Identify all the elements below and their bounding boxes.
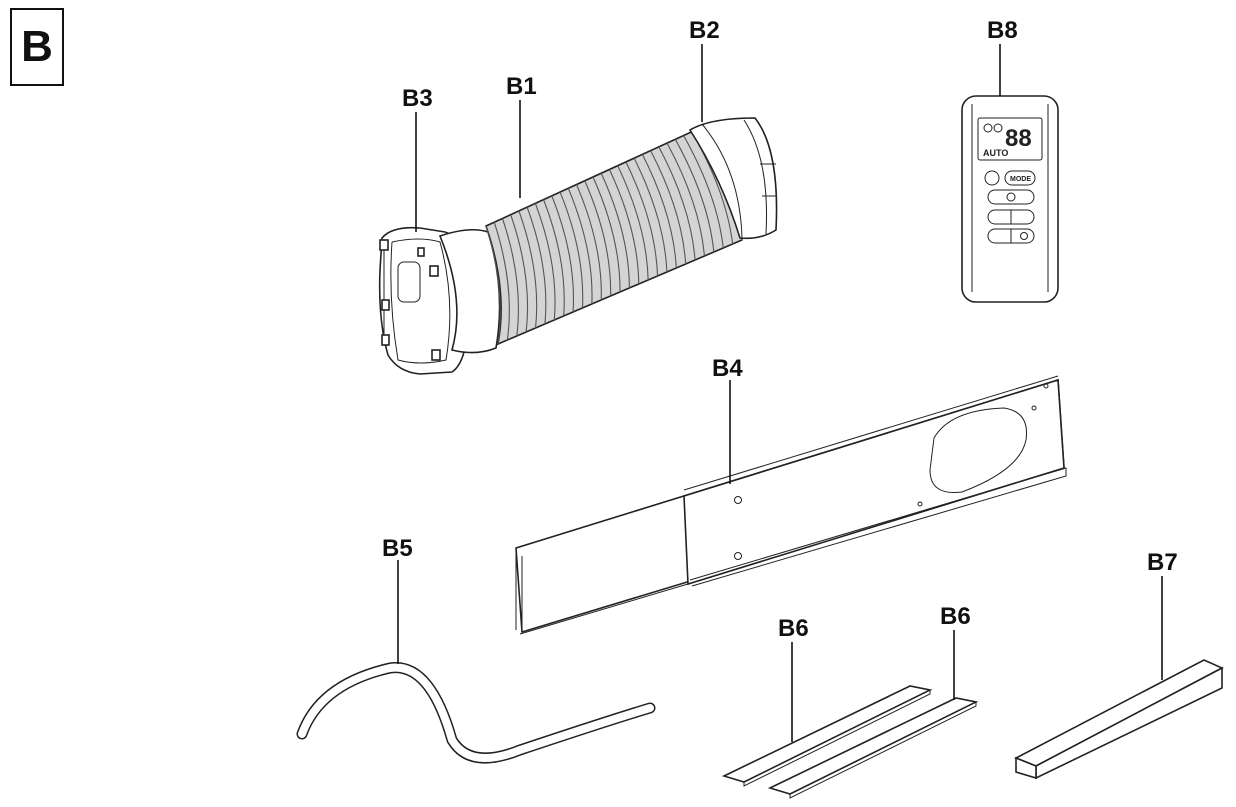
hose-rib	[600, 173, 630, 289]
label-b3: B3	[402, 85, 433, 112]
section-badge: B	[10, 8, 64, 86]
hose-rib	[584, 180, 612, 297]
remote-control-b8: 88 AUTO MODE	[961, 95, 1059, 303]
label-b6-left: B6	[778, 615, 809, 642]
foam-bar-b7	[1014, 659, 1224, 780]
section-letter: B	[21, 22, 53, 71]
hose-rib	[625, 161, 659, 277]
label-b1: B1	[506, 73, 537, 100]
hose-rib	[641, 154, 677, 269]
remote-display: 88	[1005, 125, 1032, 152]
power-button[interactable]	[984, 170, 1000, 186]
hose-rib	[608, 169, 640, 285]
label-b8: B8	[987, 17, 1018, 44]
drain-tube-b5	[296, 662, 656, 764]
hose-rib	[567, 188, 593, 305]
foam-strips-b6	[721, 685, 979, 799]
label-b5: B5	[382, 535, 413, 562]
hose-rib	[666, 142, 706, 257]
hose-connector-b2	[688, 117, 778, 240]
label-b2: B2	[689, 17, 720, 44]
hose-rib	[543, 199, 565, 317]
hose-rib	[526, 206, 547, 325]
hose-rib	[501, 218, 519, 337]
mode-button-label: MODE	[1010, 176, 1031, 183]
leader-lines	[397, 44, 1163, 742]
window-slider-b4	[515, 375, 1067, 635]
hose-rib	[534, 203, 556, 321]
label-b6-right: B6	[940, 603, 971, 630]
fan-speed-button[interactable]	[987, 189, 1035, 205]
hose-rib	[650, 150, 687, 265]
exhaust-hose-assembly	[378, 117, 778, 375]
hose-rib	[683, 135, 724, 249]
hose-rib	[633, 157, 668, 273]
hose-rib	[617, 165, 649, 281]
hose-rib	[518, 210, 538, 329]
hose-rib	[592, 176, 621, 293]
exhaust-hose-b1	[485, 127, 743, 346]
remote-auto-label: AUTO	[983, 148, 1008, 158]
window-adaptor-b3	[378, 226, 469, 375]
hose-rib	[658, 146, 696, 261]
hose-rib	[493, 222, 510, 341]
hose-rib	[551, 195, 575, 313]
label-b7: B7	[1147, 549, 1178, 576]
hose-rib	[510, 214, 529, 333]
label-b4: B4	[712, 355, 743, 382]
mode-button[interactable]	[1004, 170, 1036, 186]
hose-rib	[576, 184, 602, 301]
hose-rib	[674, 139, 715, 253]
hose-rib	[559, 191, 584, 309]
hose-rib	[485, 225, 501, 345]
